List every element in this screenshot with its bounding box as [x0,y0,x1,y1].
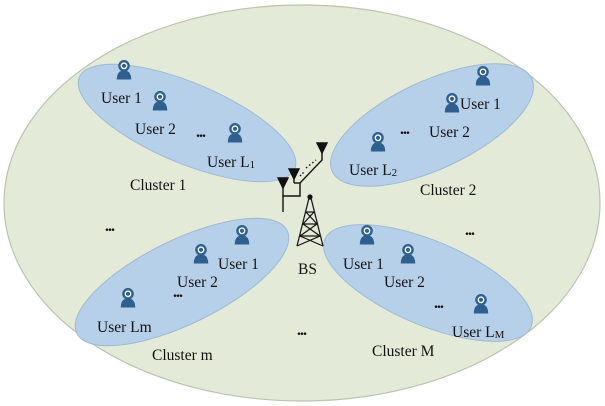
base-station-label: BS [298,261,317,278]
cluster-M-label: Cluster M [372,343,435,360]
cluster-M-ellipsis: ... [434,295,444,312]
cluster-M-user-L-label: User LM [452,324,505,341]
right-cluster-ellipsis: ... [465,222,475,239]
cluster-m-region [74,217,290,347]
cluster-m-user-2-label: User 2 [177,274,218,291]
bottom-cluster-ellipsis: ... [297,322,307,339]
cluster-m-label: Cluster m [152,347,213,364]
cluster-m-user-Lm-label: User Lm [97,319,152,336]
cluster-1-label: Cluster 1 [130,177,186,194]
cluster-m-user-1-label: User 1 [218,256,259,273]
cluster-1-ellipsis: ... [196,124,206,141]
cluster-2-ellipsis: ... [400,121,410,138]
left-cluster-ellipsis: ... [105,218,115,235]
lattice-tower-icon [296,194,324,247]
cluster-M-user-2-label: User 2 [384,274,425,291]
cluster-1-user-1-label: User 1 [101,90,142,107]
cluster-1-user-L-label: User L1 [207,154,255,171]
cluster-2-label: Cluster 2 [420,182,476,199]
cluster-2-user-2-label: User 2 [429,124,470,141]
cluster-M-user-1-label: User 1 [343,256,384,273]
cluster-m-ellipsis: ... [173,284,183,301]
antenna-array-icon [276,142,329,212]
cluster-2-region [330,63,534,187]
cluster-2-user-1-label: User 1 [460,96,501,113]
cluster-2-user-L-label: User L2 [349,162,397,179]
cluster-1-user-2-label: User 2 [135,121,176,138]
